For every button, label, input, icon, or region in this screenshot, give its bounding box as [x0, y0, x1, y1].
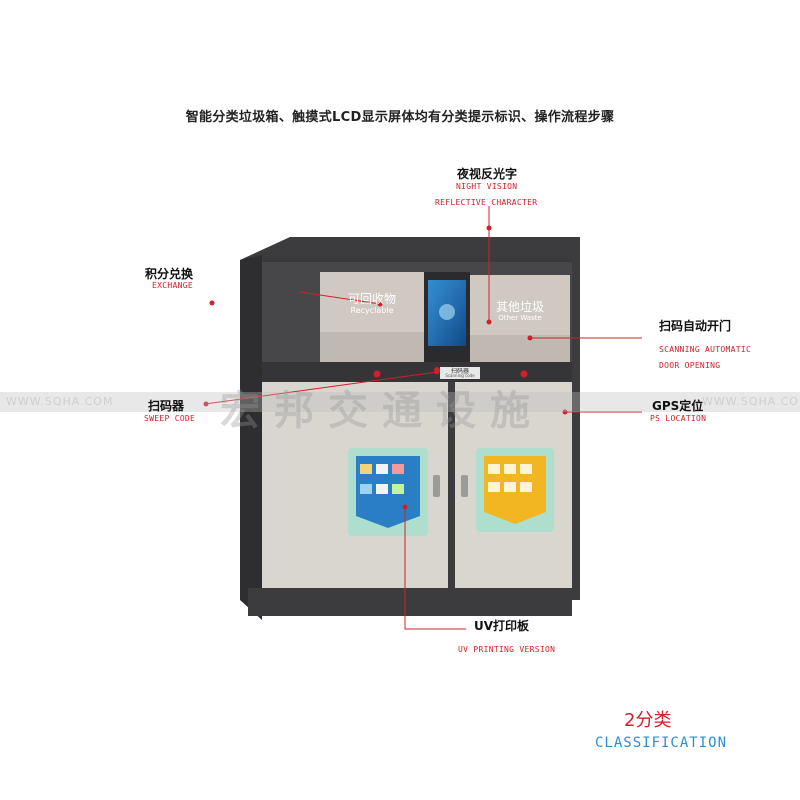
scan-open-en-2: DOOR OPENING — [659, 361, 721, 370]
other-waste-label-en: Other Waste — [498, 314, 542, 322]
annotation-lines — [204, 206, 642, 630]
watermark-url-left: WWW.SQHA.COM — [6, 395, 114, 408]
left-handle — [433, 475, 440, 497]
other-waste-panel — [470, 275, 570, 335]
scanner-label: 扫码器 — [450, 368, 469, 375]
page-headline: 智能分类垃圾箱、触摸式LCD显示屏体均有分类提示标识、操作流程步骤 — [185, 110, 615, 125]
sweep-code-en: SWEEP CODE — [144, 414, 196, 423]
other-waste-label: 其他垃圾 — [495, 300, 544, 314]
recyclable-label: 可回收物 — [347, 292, 396, 306]
recyclable-label-en: Recyclable — [350, 306, 394, 315]
night-vision-label: 夜视反光字 — [457, 167, 518, 181]
night-vision-en-1: NIGHT VISION — [456, 182, 518, 191]
gps-en: PS LOCATION — [650, 414, 707, 423]
uv-print-en: UV PRINTING VERSION — [458, 645, 556, 654]
night-vision-en-2: REFLECTIVE CHARACTER — [435, 198, 538, 207]
watermark-url-right: WWW.SQHA.COM — [702, 395, 800, 408]
classification-title: CLASSIFICATION — [595, 735, 728, 751]
watermark-band — [0, 392, 800, 412]
sweep-code-label: 扫码器 — [148, 399, 185, 413]
exchange-en: EXCHANGE — [152, 281, 193, 290]
uv-print-label: UV打印板 — [474, 619, 530, 633]
scanner-sub-label: Scanning code — [445, 373, 475, 378]
scan-open-en-1: SCANNING AUTOMATIC — [659, 345, 752, 354]
right-handle — [461, 475, 468, 497]
exchange-label: 积分兑换 — [145, 267, 194, 281]
watermark-cn: 宏邦交通设施 — [220, 388, 544, 434]
gps-label: GPS定位 — [652, 399, 704, 413]
left-indicator-light — [373, 370, 381, 378]
scan-open-label: 扫码自动开门 — [659, 319, 732, 333]
classification-count: 2分类 — [624, 710, 672, 731]
right-indicator-light — [520, 370, 528, 378]
recyclable-panel — [320, 272, 424, 332]
